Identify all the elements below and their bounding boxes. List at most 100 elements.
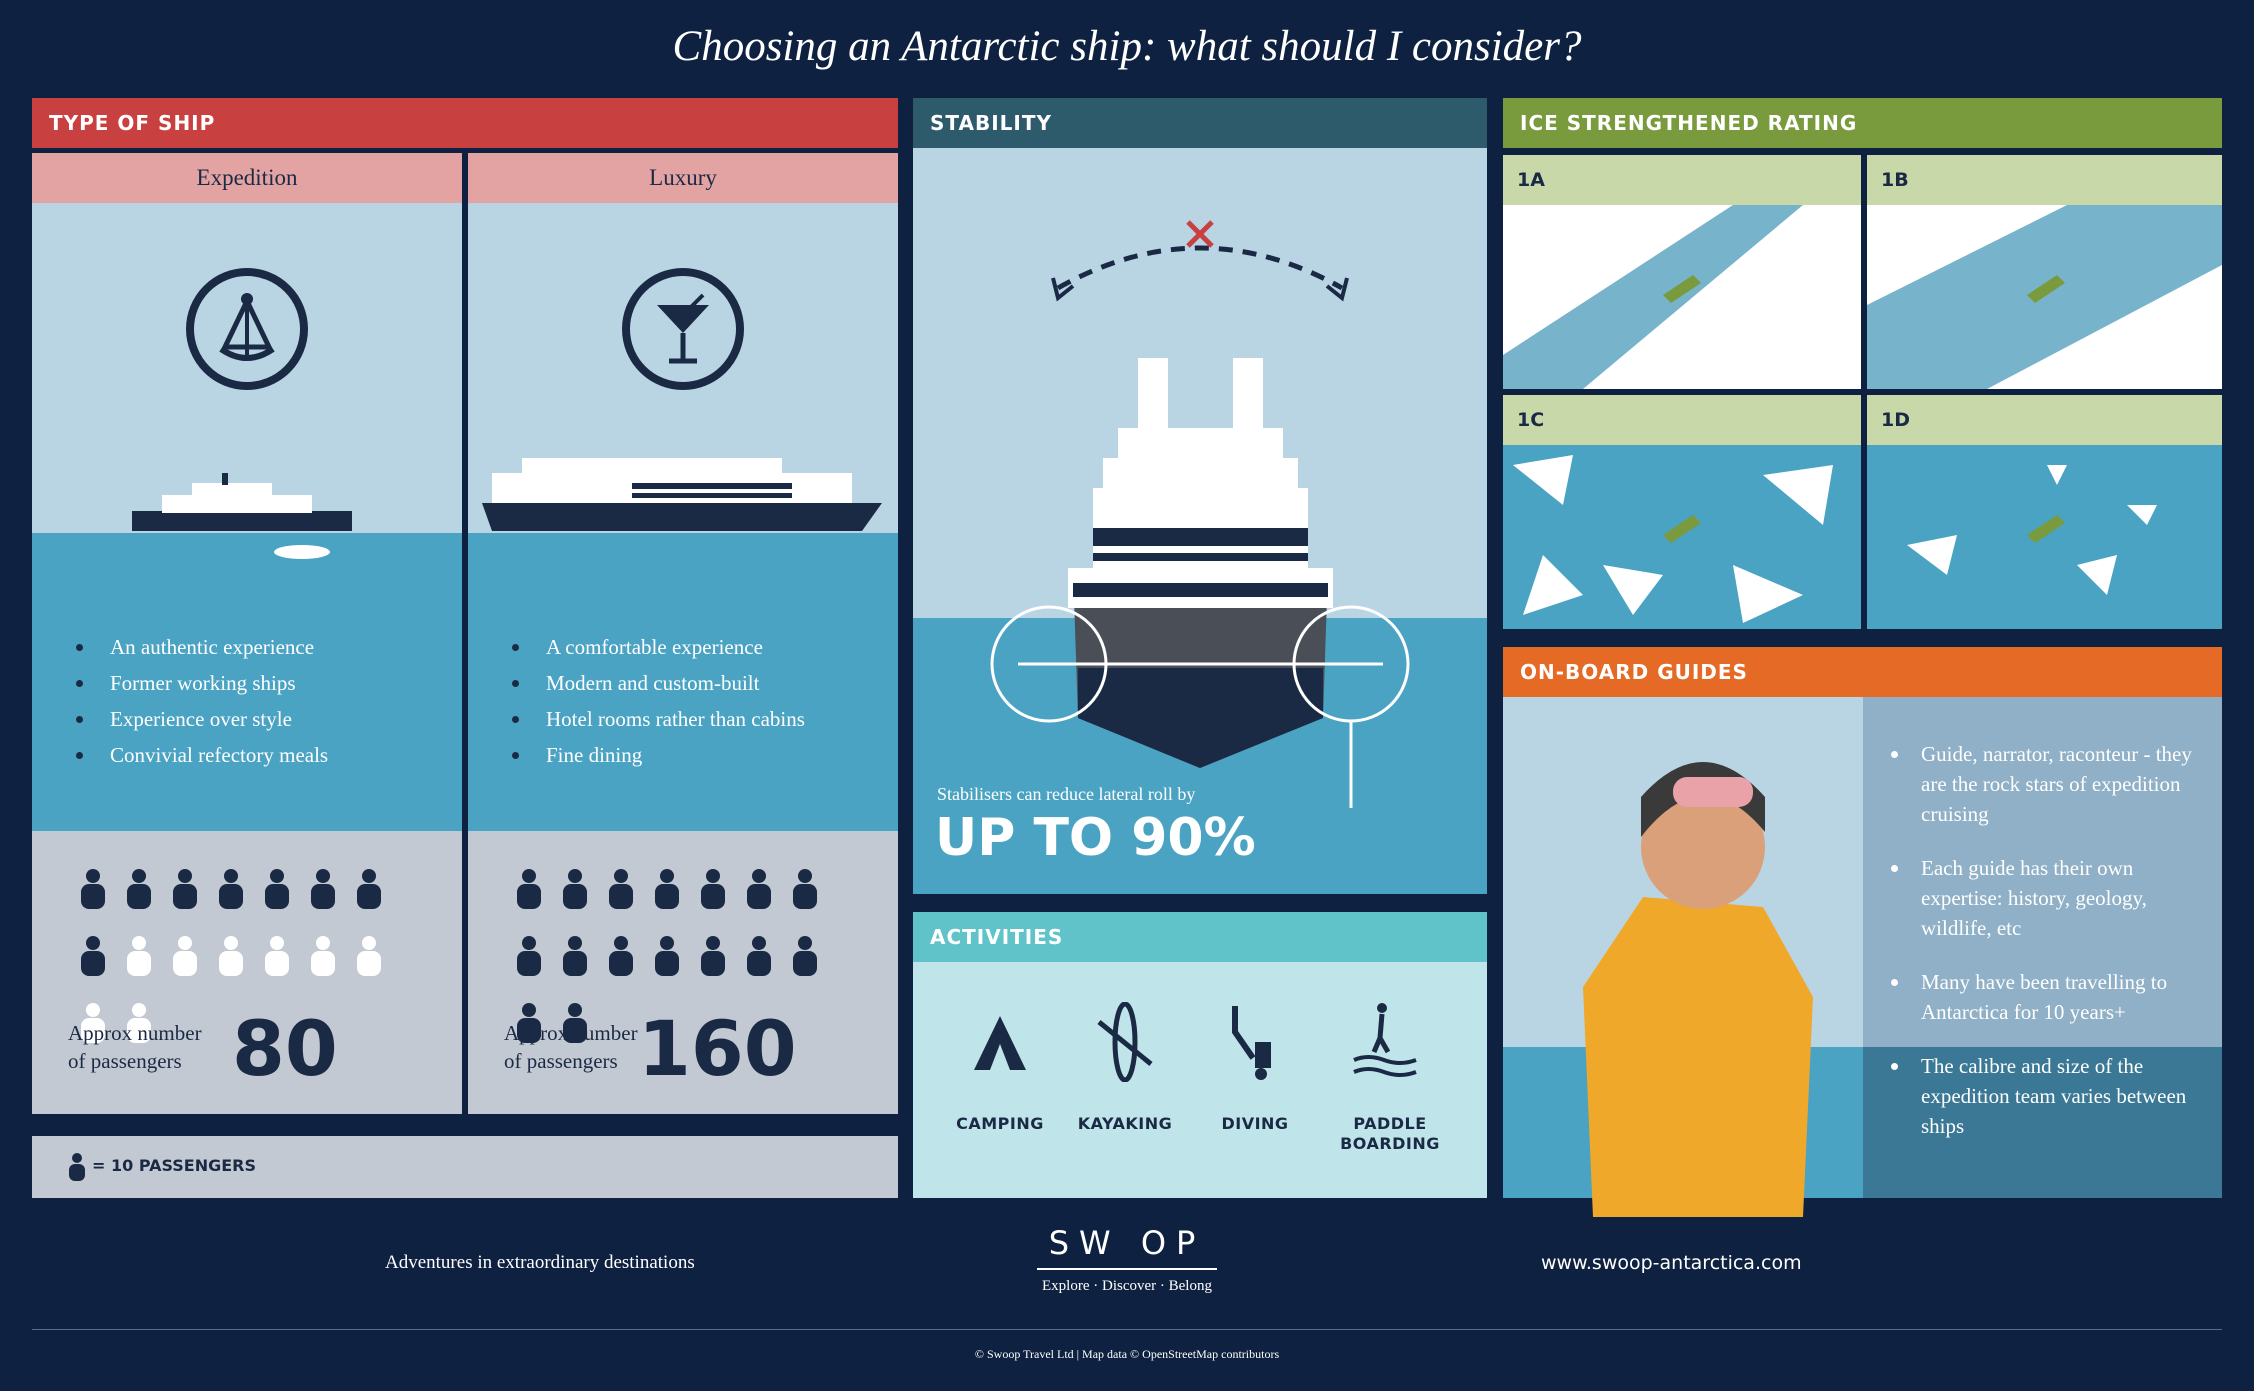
diver-icon: [1232, 1006, 1271, 1080]
activity-label: CAMPING: [956, 1114, 1044, 1133]
stability-caption: Stabilisers can reduce lateral roll by: [937, 784, 1196, 804]
person-icon: [265, 869, 289, 909]
passenger-icons: [70, 869, 430, 1070]
page-title: Choosing an Antarctic ship: what should …: [672, 23, 1582, 70]
footer-url[interactable]: www.swoop-antarctica.com: [1541, 1252, 1802, 1274]
pax-label-line: of passengers: [68, 1049, 182, 1073]
footer-copyright: © Swoop Travel Ltd | Map data © OpenStre…: [974, 1347, 1280, 1361]
list-item: Each guide has their own expertise: hist…: [1889, 853, 2209, 943]
footer-tagline: Adventures in extraordinary destinations: [385, 1252, 695, 1273]
activity-label: DIVING: [1221, 1114, 1289, 1133]
guides-bullets: Guide, narrator, raconteur - they are th…: [1889, 739, 2209, 1165]
person-icon: [517, 869, 541, 909]
stability-illustration: [990, 220, 1410, 808]
person-icon: [655, 936, 679, 976]
person-icon: [747, 936, 771, 976]
luxury-column: Luxury A comfortable experience Modern a…: [468, 153, 898, 1130]
stability-header: STABILITY: [913, 98, 1487, 148]
ice-1a-icon: [1503, 205, 1861, 389]
person-icon: [219, 869, 243, 909]
person-icon: [81, 1003, 105, 1043]
stability-stat: UP TO 90%: [935, 808, 1256, 868]
expedition-label: Expedition: [32, 153, 462, 203]
tent-icon: [974, 1016, 1026, 1070]
list-item: Experience over style: [72, 701, 462, 737]
ice-1b-icon: [1867, 205, 2222, 389]
luxury-bullets: A comfortable experience Modern and cust…: [468, 629, 898, 773]
luxury-ship-icon: [482, 458, 882, 531]
swoop-logo[interactable]: SW OP Explore · Discover · Belong: [1037, 1224, 1217, 1295]
list-item: The calibre and size of the expedition t…: [1889, 1051, 2209, 1141]
list-item: Guide, narrator, raconteur - they are th…: [1889, 739, 2209, 829]
rating-label: 1B: [1867, 155, 2222, 205]
person-icon: [81, 869, 105, 909]
person-icon: [517, 1003, 541, 1043]
person-icon: [311, 869, 335, 909]
person-icon: [701, 936, 725, 976]
sextant-icon: [186, 268, 308, 390]
guides-panel: Guide, narrator, raconteur - they are th…: [1503, 697, 2222, 1217]
list-item: Former working ships: [72, 665, 462, 701]
pax-count: 160: [638, 1004, 797, 1093]
list-item: Convivial refectory meals: [72, 737, 462, 773]
luxury-sky: [468, 203, 898, 533]
luxury-sea: A comfortable experience Modern and cust…: [468, 533, 898, 831]
luxury-pax-panel: Approx number of passengers 160: [468, 831, 898, 1114]
kayak-icon: [1097, 1002, 1153, 1082]
person-icon: [701, 869, 725, 909]
list-item: Modern and custom-built: [508, 665, 898, 701]
ice-1d-icon: [1867, 445, 2222, 629]
ice-rating-1a: 1A: [1503, 155, 1861, 389]
ice-floe-icon: [274, 545, 330, 559]
activity-label: KAYAKING: [1077, 1114, 1173, 1133]
logo-text: SW OP: [1037, 1224, 1217, 1270]
person-icon: [127, 936, 151, 976]
person-icon: [655, 869, 679, 909]
pax-label: Approx number of passengers: [504, 1019, 638, 1075]
person-icon: [563, 1003, 587, 1043]
person-icon: [173, 869, 197, 909]
person-icon: [609, 869, 633, 909]
guides-text-panel: Guide, narrator, raconteur - they are th…: [1863, 697, 2222, 1198]
person-icon: [517, 936, 541, 976]
pax-count: 80: [232, 1004, 338, 1093]
rating-label: 1D: [1867, 395, 2222, 445]
person-icon: [265, 936, 289, 976]
expedition-pax-panel: Approx number of passengers 80: [32, 831, 462, 1114]
ice-rating-1b: 1B: [1867, 155, 2222, 389]
activity-label-line: PADDLE: [1353, 1114, 1427, 1133]
type-of-ship-header: TYPE OF SHIP: [32, 98, 898, 148]
pax-label-line: Approx number: [68, 1021, 202, 1045]
list-item: A comfortable experience: [508, 629, 898, 665]
cocktail-icon: [622, 268, 744, 390]
list-item: Fine dining: [508, 737, 898, 773]
expedition-column: Expedition An authentic experience Forme…: [32, 153, 462, 1130]
paddleboard-icon: [1353, 1003, 1417, 1077]
logo-subtitle: Explore · Discover · Belong: [1042, 1278, 1212, 1294]
expedition-sea: An authentic experience Former working s…: [32, 533, 462, 831]
activities-header: ACTIVITIES: [913, 912, 1487, 962]
list-item: An authentic experience: [72, 629, 462, 665]
person-icon: [793, 936, 817, 976]
person-icon: [563, 869, 587, 909]
person-icon: [219, 936, 243, 976]
person-icon: [311, 936, 335, 976]
person-icon: [127, 869, 151, 909]
guide-portrait-icon: [1583, 762, 1813, 1217]
pax-label-line: Approx number: [504, 1021, 638, 1045]
luxury-label: Luxury: [468, 153, 898, 203]
person-icon: [747, 869, 771, 909]
list-item: Hotel rooms rather than cabins: [508, 701, 898, 737]
rating-label: 1A: [1503, 155, 1861, 205]
person-icon: [793, 869, 817, 909]
expedition-ship-icon: [132, 473, 352, 531]
rating-label: 1C: [1503, 395, 1861, 445]
passenger-legend: = 10 PASSENGERS: [32, 1136, 898, 1198]
pax-label-line: of passengers: [504, 1049, 618, 1073]
person-icon: [173, 936, 197, 976]
list-item: Many have been travelling to Antarctica …: [1889, 967, 2209, 1027]
expedition-bullets: An authentic experience Former working s…: [32, 629, 462, 773]
guides-header: ON-BOARD GUIDES: [1503, 647, 2222, 697]
